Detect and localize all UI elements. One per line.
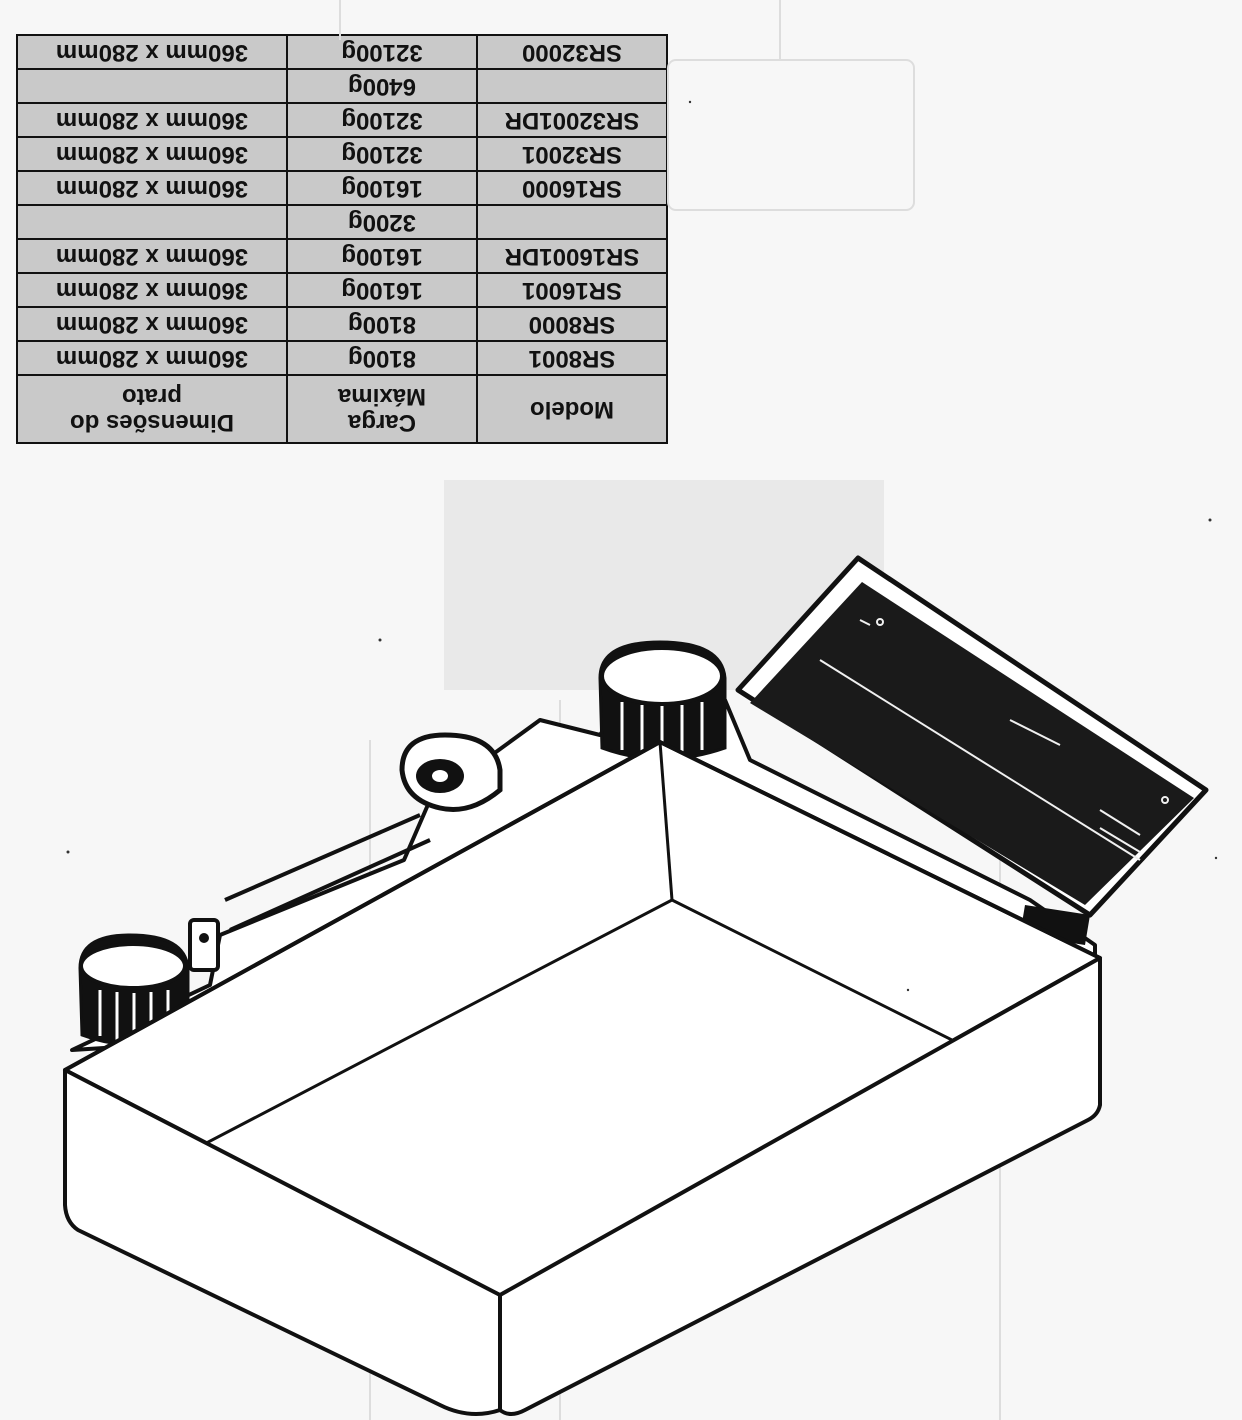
terminal-tab-icon	[188, 918, 220, 972]
pan-housing	[63, 740, 1102, 1416]
knob-icon	[598, 640, 727, 761]
display-panel-icon	[735, 555, 1209, 945]
scan-speckle	[66, 100, 1218, 992]
level-bubble-icon	[399, 732, 503, 813]
